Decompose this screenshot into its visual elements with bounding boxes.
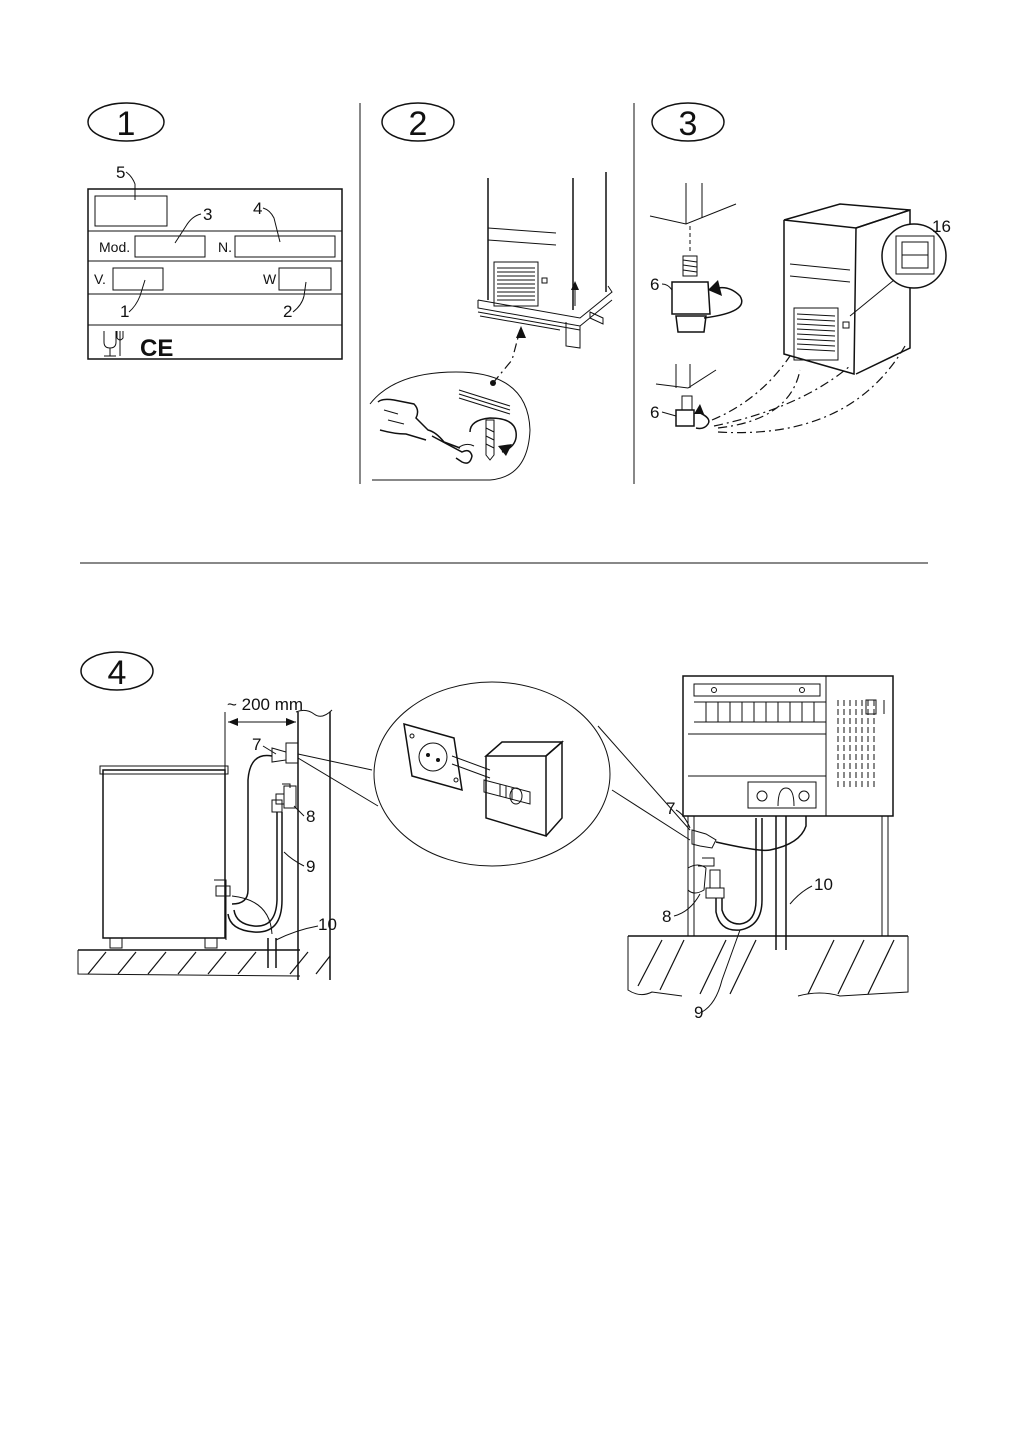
step-2-panel: 2 <box>370 103 612 480</box>
adjustable-foot-icon <box>672 256 710 332</box>
socket-detail <box>298 682 610 866</box>
connection-panel <box>748 782 816 808</box>
plate-field-1 <box>113 268 163 290</box>
callout-2: 2 <box>283 302 292 321</box>
step-4-panel: 4 ~ 200 <box>78 652 908 1022</box>
step-1-panel: 1 Mod. N. V. W CE 5 3 4 1 2 <box>88 103 342 362</box>
ce-mark: CE <box>140 335 173 362</box>
callout-1: 1 <box>120 302 129 321</box>
side-vents <box>838 700 884 790</box>
plate-mod-label: Mod. <box>99 239 130 255</box>
rating-plate <box>88 189 342 359</box>
water-tap-icon <box>272 784 296 812</box>
callout-8-left: 8 <box>306 807 315 826</box>
plug-icon-right <box>692 830 716 848</box>
plug-icon <box>272 748 286 762</box>
plug-box-icon <box>486 756 546 836</box>
water-tap-icon-right <box>688 858 724 898</box>
power-cable <box>232 756 272 905</box>
drain-pipe <box>268 938 276 968</box>
callout-7-right: 7 <box>666 799 675 818</box>
pallet <box>478 286 612 348</box>
plate-field-3 <box>135 236 205 257</box>
plate-w-label: W <box>263 271 277 287</box>
wrench-hand-icon <box>378 399 474 463</box>
plate-n-label: N. <box>218 239 232 255</box>
inlet-hose <box>234 812 277 926</box>
callout-16: 16 <box>932 217 951 236</box>
callout-6-top: 6 <box>650 275 659 294</box>
detail-circle <box>370 372 530 480</box>
callout-3: 3 <box>203 205 212 224</box>
step-2-number: 2 <box>409 105 428 143</box>
callout-10-right: 10 <box>814 875 833 894</box>
side-view-installation: ~ 200 mm 7 8 9 10 <box>78 695 337 980</box>
power-switch <box>843 322 849 328</box>
screw-icon <box>459 390 516 460</box>
callout-7-left: 7 <box>252 735 261 754</box>
callout-9-left: 9 <box>306 857 315 876</box>
step-4-number: 4 <box>108 654 127 692</box>
detail-leader <box>493 330 520 383</box>
callout-6-bottom: 6 <box>650 403 659 422</box>
callout-9-right: 9 <box>694 1003 703 1022</box>
plate-field-5 <box>95 196 167 226</box>
wall-socket <box>286 743 298 763</box>
cabinet-on-pallet <box>478 172 612 348</box>
step-3-panel: 3 6 6 <box>650 103 951 433</box>
ice-maker-unit <box>784 204 910 374</box>
step-3-number: 3 <box>679 105 698 143</box>
foot-screwed-icon <box>676 396 694 426</box>
callout-5: 5 <box>116 163 125 182</box>
drain-pipe-right <box>776 816 786 950</box>
callout-4: 4 <box>253 199 262 218</box>
callout-8-right: 8 <box>662 907 671 926</box>
callout-10-left: 10 <box>318 915 337 934</box>
switch-detail <box>850 224 946 316</box>
step-1-number: 1 <box>117 105 136 143</box>
appliance-side <box>103 770 225 938</box>
food-contact-icon <box>104 331 123 356</box>
front-view-installation: 7 8 9 10 <box>598 676 908 1022</box>
distance-200mm: ~ 200 mm <box>227 695 303 714</box>
plate-field-4 <box>235 236 335 257</box>
plate-v-label: V. <box>94 271 106 287</box>
